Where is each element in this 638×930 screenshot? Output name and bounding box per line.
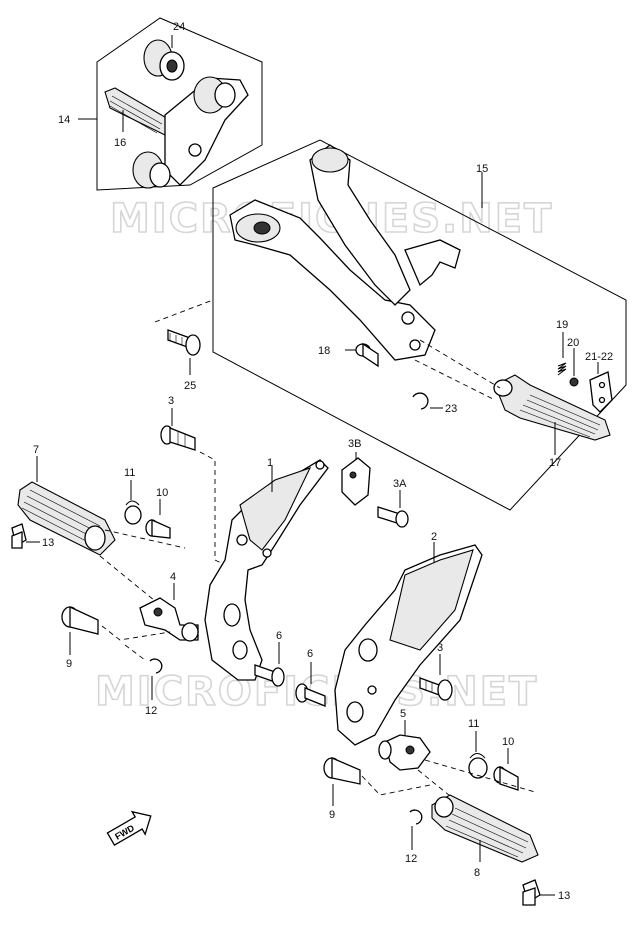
label-4: 4 — [170, 571, 176, 583]
label-20: 20 — [567, 337, 579, 349]
label-7: 7 — [33, 444, 39, 456]
part-3A-bolt — [377, 490, 409, 528]
part-21-22-plate — [589, 371, 613, 413]
label-9-a: 9 — [66, 658, 72, 670]
part-3B-bushing — [341, 452, 371, 506]
part-16-footrest — [104, 87, 171, 136]
part-24-bumper — [143, 39, 185, 81]
part-6-bolt-a — [254, 642, 285, 687]
part-18-pin — [355, 342, 379, 368]
label-23: 23 — [445, 403, 457, 415]
label-2: 2 — [431, 531, 437, 543]
label-11-a: 11 — [124, 467, 135, 479]
label-15: 15 — [476, 163, 488, 175]
label-25: 25 — [184, 380, 196, 392]
label-18: 18 — [318, 345, 330, 357]
label-12-a: 12 — [145, 705, 157, 717]
label-19: 19 — [556, 319, 568, 331]
label-10-b: 10 — [502, 736, 514, 748]
part-4-bracket — [139, 583, 199, 642]
label-12-b: 12 — [405, 853, 417, 865]
label-3B: 3B — [348, 438, 361, 450]
label-21-22: 21-22 — [585, 351, 613, 363]
label-3-top: 3 — [168, 395, 174, 407]
part-12-clip-b — [409, 809, 423, 825]
label-13-a: 13 — [42, 537, 54, 549]
part-10-pin-a — [145, 499, 171, 539]
part-11-spring-b — [468, 731, 488, 779]
label-11-b: 11 — [468, 718, 479, 730]
label-3-right: 3 — [437, 642, 443, 654]
label-8: 8 — [474, 867, 480, 879]
part-10-pin-b — [493, 748, 519, 791]
part-7-footrest — [17, 456, 116, 556]
part-3-bolt-top — [160, 408, 226, 566]
part-6-bolt-b — [295, 662, 326, 707]
part-12-clip-a — [149, 658, 163, 674]
label-17: 17 — [549, 457, 561, 469]
label-1: 1 — [267, 457, 273, 469]
inset-box-14 — [78, 17, 263, 191]
part-13-bolt-a — [11, 523, 40, 549]
part-15-bracket — [229, 144, 461, 361]
label-13-b: 13 — [558, 890, 570, 902]
label-10-a: 10 — [156, 487, 168, 499]
part-1-bracket — [204, 459, 329, 681]
fwd-arrow-icon: FWD — [106, 810, 152, 846]
label-24: 24 — [173, 21, 185, 33]
box-15 — [212, 139, 627, 511]
label-16: 16 — [114, 137, 126, 149]
label-5: 5 — [400, 708, 406, 720]
part-8-footrest — [431, 794, 539, 863]
part-19-spring — [557, 362, 567, 376]
part-9-pin-b — [323, 757, 361, 806]
label-6-a: 6 — [276, 630, 282, 642]
part-25-bolt — [154, 299, 214, 375]
label-9-b: 9 — [329, 809, 335, 821]
part-14-assembly — [132, 76, 249, 189]
part-3-bolt-right — [419, 654, 453, 701]
label-14: 14 — [58, 114, 70, 126]
label-3A: 3A — [393, 478, 407, 490]
part-20-ball — [569, 377, 579, 387]
part-13-bolt-b — [522, 879, 555, 906]
part-11-spring-a — [124, 480, 142, 525]
part-23-clip — [412, 392, 429, 410]
part-5-bracket — [378, 720, 431, 771]
part-2-bracket — [334, 542, 483, 746]
label-6-b: 6 — [307, 648, 313, 660]
part-9-pin-a — [61, 605, 99, 655]
